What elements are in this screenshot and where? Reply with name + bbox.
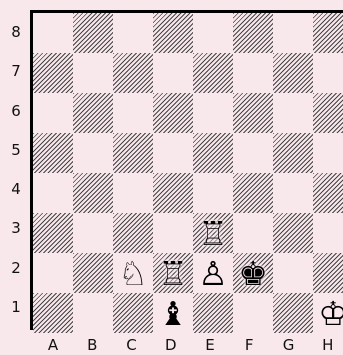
rank-label-7: 7 <box>9 64 23 79</box>
file-label-d: D <box>151 338 191 353</box>
square-c3[interactable] <box>113 213 153 253</box>
chess-board: ♖ ♘ ♖ ♙ ♚ ♝ ♔ <box>30 10 343 330</box>
square-h8[interactable] <box>313 13 343 53</box>
square-c6[interactable] <box>113 93 153 133</box>
square-d1[interactable]: ♝ <box>153 293 193 333</box>
square-a7[interactable] <box>33 53 73 93</box>
file-label-g: G <box>269 338 309 353</box>
white-rook-piece-e3[interactable]: ♖ <box>198 217 228 250</box>
square-b5[interactable] <box>73 133 113 173</box>
square-a5[interactable] <box>33 133 73 173</box>
square-b6[interactable] <box>73 93 113 133</box>
white-knight-piece-c2[interactable]: ♘ <box>118 257 148 290</box>
square-a6[interactable] <box>33 93 73 133</box>
square-h6[interactable] <box>313 93 343 133</box>
square-b1[interactable] <box>73 293 113 333</box>
square-h5[interactable] <box>313 133 343 173</box>
square-c4[interactable] <box>113 173 153 213</box>
black-king-piece-f2[interactable]: ♚ <box>238 257 268 290</box>
square-g6[interactable] <box>273 93 313 133</box>
file-label-h: H <box>308 338 343 353</box>
square-b2[interactable] <box>73 253 113 293</box>
rank-label-1: 1 <box>9 300 23 315</box>
rank-label-4: 4 <box>9 182 23 197</box>
square-g4[interactable] <box>273 173 313 213</box>
square-f6[interactable] <box>233 93 273 133</box>
square-c5[interactable] <box>113 133 153 173</box>
rank-label-8: 8 <box>9 25 23 40</box>
square-e1[interactable] <box>193 293 233 333</box>
square-e2[interactable]: ♙ <box>193 253 233 293</box>
file-label-b: B <box>72 338 112 353</box>
rank-label-6: 6 <box>9 104 23 119</box>
square-g1[interactable] <box>273 293 313 333</box>
square-h7[interactable] <box>313 53 343 93</box>
square-f2[interactable]: ♚ <box>233 253 273 293</box>
white-pawn-piece-e2[interactable]: ♙ <box>198 257 228 290</box>
square-a1[interactable] <box>33 293 73 333</box>
file-label-a: A <box>33 338 73 353</box>
square-b4[interactable] <box>73 173 113 213</box>
square-e7[interactable] <box>193 53 233 93</box>
square-e6[interactable] <box>193 93 233 133</box>
square-h1[interactable]: ♔ <box>313 293 343 333</box>
white-rook-piece-d2[interactable]: ♖ <box>158 257 188 290</box>
square-a8[interactable] <box>33 13 73 53</box>
square-h4[interactable] <box>313 173 343 213</box>
square-g7[interactable] <box>273 53 313 93</box>
square-a3[interactable] <box>33 213 73 253</box>
black-bishop-piece-d1[interactable]: ♝ <box>158 297 188 330</box>
square-h2[interactable] <box>313 253 343 293</box>
square-c1[interactable] <box>113 293 153 333</box>
file-label-f: F <box>229 338 269 353</box>
square-h3[interactable] <box>313 213 343 253</box>
square-b7[interactable] <box>73 53 113 93</box>
square-g2[interactable] <box>273 253 313 293</box>
square-f1[interactable] <box>233 293 273 333</box>
square-e3[interactable]: ♖ <box>193 213 233 253</box>
square-d4[interactable] <box>153 173 193 213</box>
rank-label-5: 5 <box>9 143 23 158</box>
file-label-c: C <box>112 338 152 353</box>
white-king-piece-h1[interactable]: ♔ <box>318 297 343 330</box>
square-a2[interactable] <box>33 253 73 293</box>
square-b8[interactable] <box>73 13 113 53</box>
square-f3[interactable] <box>233 213 273 253</box>
rank-label-2: 2 <box>9 261 23 276</box>
square-d7[interactable] <box>153 53 193 93</box>
file-label-e: E <box>190 338 230 353</box>
square-e5[interactable] <box>193 133 233 173</box>
square-d5[interactable] <box>153 133 193 173</box>
square-e8[interactable] <box>193 13 233 53</box>
square-a4[interactable] <box>33 173 73 213</box>
square-f7[interactable] <box>233 53 273 93</box>
square-g5[interactable] <box>273 133 313 173</box>
square-c8[interactable] <box>113 13 153 53</box>
square-f5[interactable] <box>233 133 273 173</box>
square-d2[interactable]: ♖ <box>153 253 193 293</box>
square-d6[interactable] <box>153 93 193 133</box>
square-d8[interactable] <box>153 13 193 53</box>
square-g8[interactable] <box>273 13 313 53</box>
rank-label-3: 3 <box>9 221 23 236</box>
square-f8[interactable] <box>233 13 273 53</box>
square-g3[interactable] <box>273 213 313 253</box>
square-d3[interactable] <box>153 213 193 253</box>
square-e4[interactable] <box>193 173 233 213</box>
square-f4[interactable] <box>233 173 273 213</box>
square-c7[interactable] <box>113 53 153 93</box>
square-c2[interactable]: ♘ <box>113 253 153 293</box>
square-b3[interactable] <box>73 213 113 253</box>
